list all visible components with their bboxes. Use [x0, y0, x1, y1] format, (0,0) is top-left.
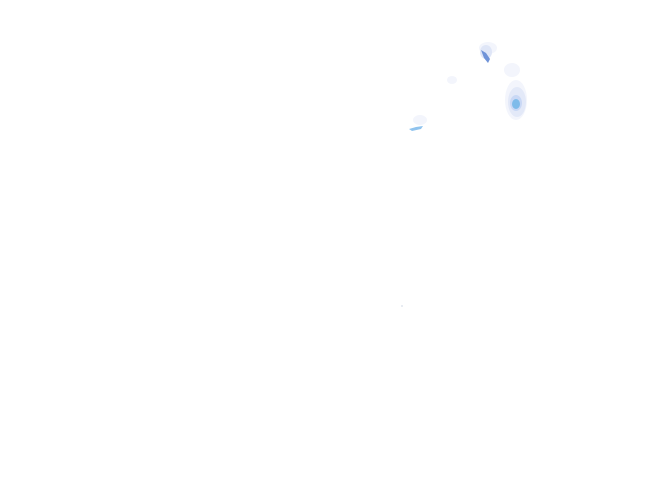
cluster-north-core	[481, 50, 490, 63]
cluster-east	[508, 87, 526, 117]
cluster-east-core	[512, 99, 520, 109]
cluster-west-streak	[409, 126, 423, 131]
cluster-west	[409, 126, 423, 131]
cluster-north-halo	[480, 45, 492, 59]
speck-center	[401, 305, 403, 307]
cluster-north	[480, 45, 492, 63]
